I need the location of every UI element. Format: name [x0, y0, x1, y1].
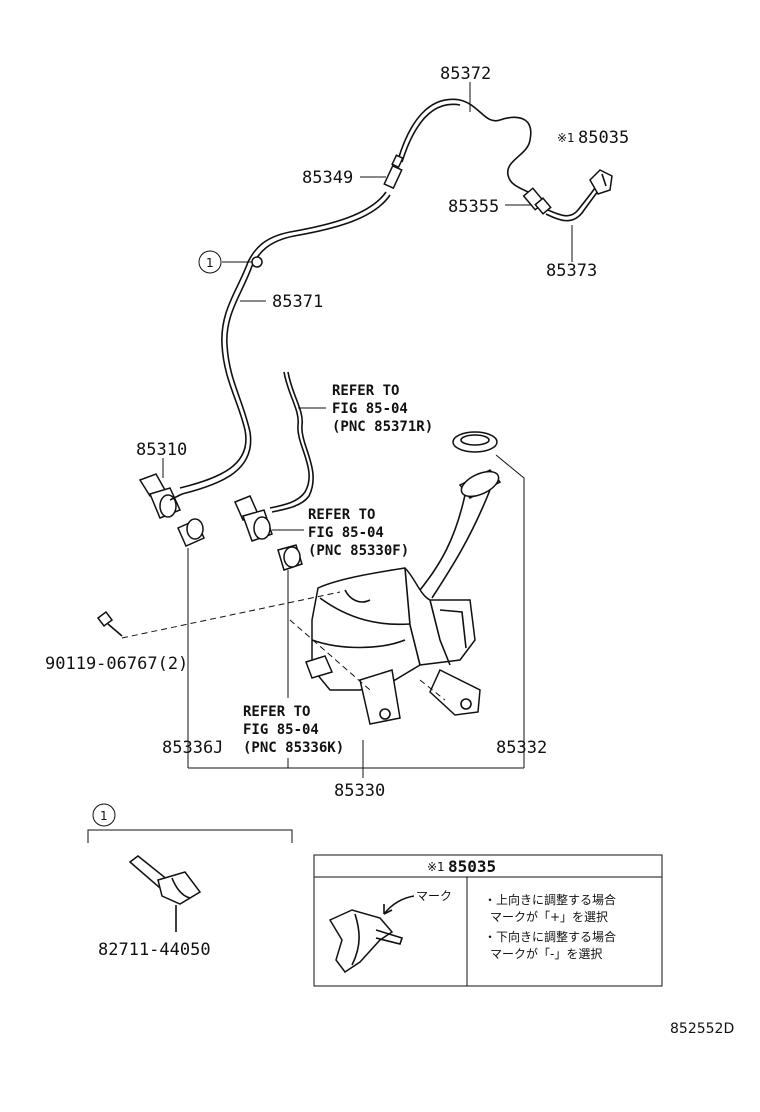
label-85330: 85330	[334, 781, 385, 801]
label-85349: 85349	[302, 168, 353, 188]
detail-box-mark: ※1	[427, 860, 445, 874]
grommet-85336k	[277, 544, 303, 571]
label-85332: 85332	[496, 738, 547, 758]
label-85310: 85310	[136, 440, 187, 460]
label-85355: 85355	[448, 197, 499, 217]
refer1-line2: FIG 85-04	[332, 401, 408, 417]
connector-85355	[522, 187, 552, 215]
refer2-line1: REFER TO	[308, 507, 375, 523]
label-85336j: 85336J	[162, 738, 223, 758]
label-85035-mark: ※1	[557, 131, 575, 145]
cap-85332	[452, 431, 498, 453]
note-line-2: マークが「+」を選択	[490, 909, 608, 924]
hose-85372	[397, 98, 532, 193]
note-line-1: ・上向きに調整する場合	[484, 892, 616, 907]
refer1-line1: REFER TO	[332, 383, 399, 399]
label-85373: 85373	[546, 261, 597, 281]
detail-callout-1-text: 1	[100, 809, 108, 823]
refer3-line2: FIG 85-04	[243, 722, 319, 738]
refer3-line1: REFER TO	[243, 704, 310, 720]
refer1-line3: (PNC 85371R)	[332, 419, 433, 435]
refer2-line2: FIG 85-04	[308, 525, 384, 541]
note-line-4: マークが「-」を選択	[490, 946, 602, 961]
hose-85371	[179, 191, 391, 495]
hose-85371r	[269, 371, 314, 513]
drawing-code: 852552D	[670, 1021, 734, 1037]
connector-85349	[383, 154, 404, 190]
refer2-line3: (PNC 85330F)	[308, 543, 409, 559]
detail-callout-1: 1	[92, 803, 116, 827]
mark-label: マーク	[416, 889, 452, 903]
nozzle-85035	[589, 169, 613, 195]
label-85035: 85035	[578, 128, 629, 148]
hose-85373	[545, 187, 599, 222]
bolt-90119	[96, 610, 123, 637]
label-85372: 85372	[440, 64, 491, 84]
pump-85310	[138, 473, 183, 519]
refer3-line3: (PNC 85336K)	[243, 740, 344, 756]
detail-box-85035: ※1 85035 マーク ・上向きに調整する場合 マークが「+」を選択 ・下向き…	[313, 854, 663, 987]
clip-82711	[128, 855, 202, 932]
callout-1-text: 1	[206, 256, 214, 270]
note-line-3: ・下向きに調整する場合	[484, 929, 616, 944]
label-82711: 82711-44050	[98, 940, 211, 960]
label-85371: 85371	[272, 292, 323, 312]
detail-box-part: 85035	[448, 857, 496, 876]
label-90119: 90119-06767(2)	[45, 654, 188, 674]
pump-85330f	[233, 495, 273, 542]
grommet-85336j	[177, 518, 205, 547]
tank-85330	[305, 469, 502, 725]
callout-1: 1	[198, 250, 222, 274]
clip-on-hose	[251, 256, 263, 268]
